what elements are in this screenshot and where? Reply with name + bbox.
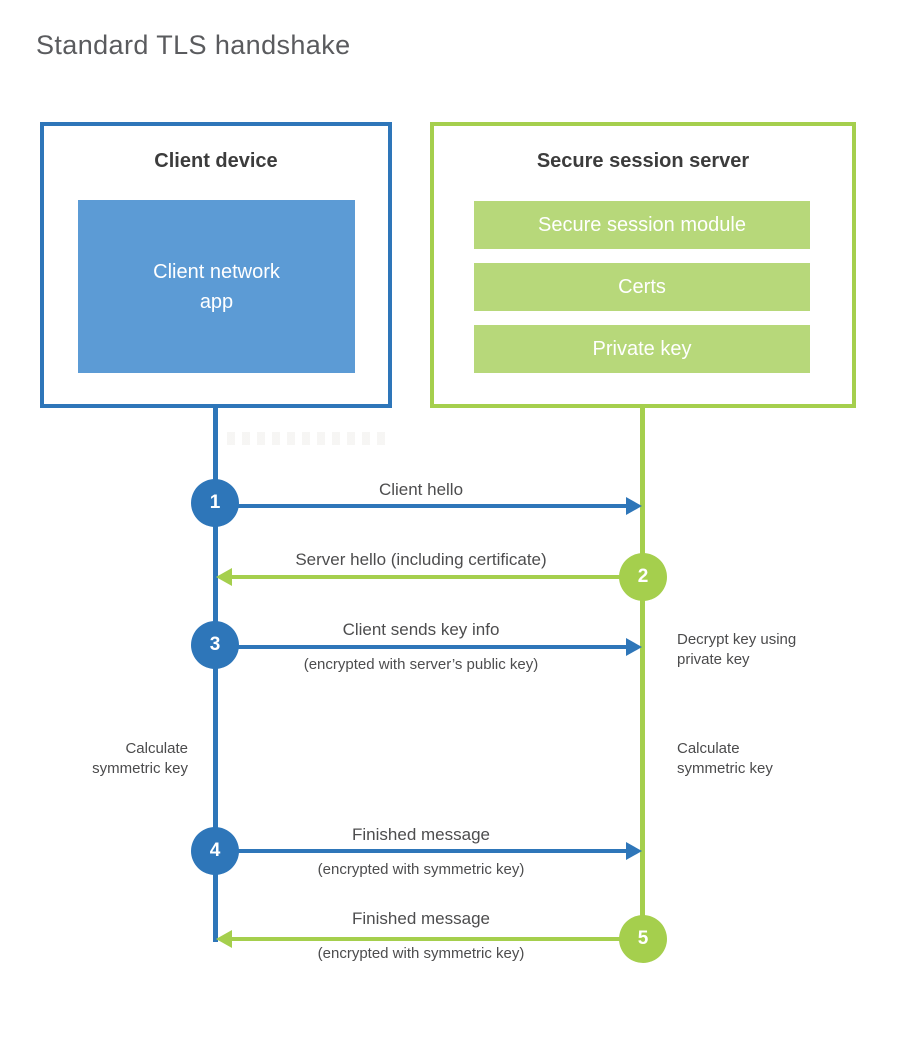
message-5-arrow bbox=[231, 937, 643, 941]
message-1-arrow bbox=[215, 504, 627, 508]
message-1-label: Client hello bbox=[378, 480, 464, 499]
step-circle-4: 4 bbox=[191, 827, 239, 875]
secure-session-server-title: Secure session server bbox=[536, 150, 750, 172]
note-decrypt-key: Decrypt key using private key bbox=[677, 631, 797, 668]
arrowhead-left-icon bbox=[216, 930, 232, 948]
arrowhead-right-icon bbox=[626, 638, 642, 656]
faded-dashes-artifact bbox=[227, 432, 390, 445]
message-3-label: Client sends key info bbox=[342, 620, 500, 639]
arrowhead-left-icon bbox=[216, 568, 232, 586]
message-4-arrow bbox=[215, 849, 627, 853]
message-2-arrow bbox=[231, 575, 643, 579]
step-number: 3 bbox=[209, 634, 221, 655]
message-4-label: Finished message bbox=[352, 825, 490, 844]
step-number: 1 bbox=[209, 492, 221, 513]
secure-session-server-box: Secure session server Secure session mod… bbox=[430, 122, 856, 408]
message-3-arrow bbox=[215, 645, 627, 649]
message-4-sublabel: (encrypted with symmetric key) bbox=[317, 861, 525, 878]
step-number: 5 bbox=[637, 928, 649, 949]
server-lifeline bbox=[640, 406, 645, 939]
step-circle-2: 2 bbox=[619, 553, 667, 601]
step-circle-1: 1 bbox=[191, 479, 239, 527]
message-3-sublabel: (encrypted with server’s public key) bbox=[303, 656, 539, 673]
note-calculate-symmetric-key-client: Calculate symmetric key bbox=[92, 740, 188, 777]
step-number: 4 bbox=[209, 840, 221, 861]
client-device-box: Client device Client network app bbox=[40, 122, 392, 408]
message-5-sublabel: (encrypted with symmetric key) bbox=[317, 945, 525, 962]
note-calculate-symmetric-key-server: Calculate symmetric key bbox=[677, 740, 773, 777]
step-circle-3: 3 bbox=[191, 621, 239, 669]
message-2-label: Server hello (including certificate) bbox=[295, 550, 547, 569]
server-module-private-key: Private key bbox=[474, 325, 810, 373]
client-device-title: Client device bbox=[154, 150, 278, 172]
server-module-certs: Certs bbox=[474, 263, 810, 311]
arrowhead-right-icon bbox=[626, 842, 642, 860]
arrowhead-right-icon bbox=[626, 497, 642, 515]
step-number: 2 bbox=[637, 566, 649, 587]
message-5-label: Finished message bbox=[352, 909, 490, 928]
server-module-secure-session: Secure session module bbox=[474, 201, 810, 249]
client-network-app-box: Client network app bbox=[78, 200, 355, 373]
client-lifeline bbox=[213, 406, 218, 942]
page-title: Standard TLS handshake bbox=[36, 30, 351, 60]
step-circle-5: 5 bbox=[619, 915, 667, 963]
